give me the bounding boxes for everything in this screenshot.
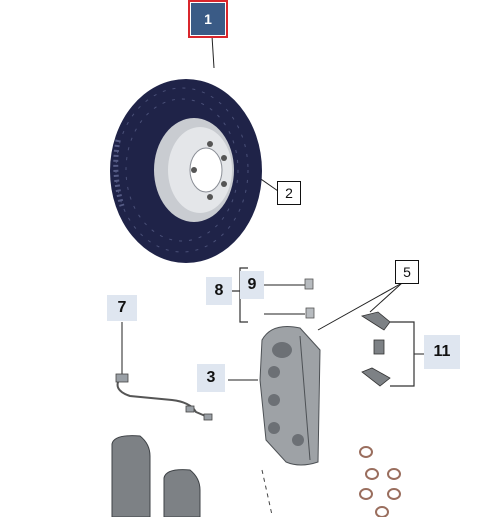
callout-7[interactable]: 7	[107, 295, 137, 321]
callout-3[interactable]: 3	[197, 364, 225, 392]
callout-5[interactable]: 5	[395, 260, 419, 284]
callout-11[interactable]: 11	[424, 335, 460, 369]
bolt-9[interactable]	[304, 278, 314, 290]
callout-9[interactable]: 9	[240, 271, 264, 299]
fitting-kit[interactable]	[360, 311, 391, 387]
callout-2[interactable]: 2	[277, 181, 301, 205]
callout-8[interactable]: 8	[206, 277, 232, 305]
washer[interactable]	[305, 307, 315, 319]
wear-sensor[interactable]	[115, 373, 213, 421]
piston-rings[interactable]	[359, 446, 401, 517]
brake-pads[interactable]	[111, 435, 201, 517]
bracket-11	[390, 321, 415, 387]
brake-disc[interactable]	[110, 79, 262, 263]
callout-1[interactable]: 1	[188, 0, 228, 38]
brake-caliper[interactable]	[259, 326, 321, 516]
